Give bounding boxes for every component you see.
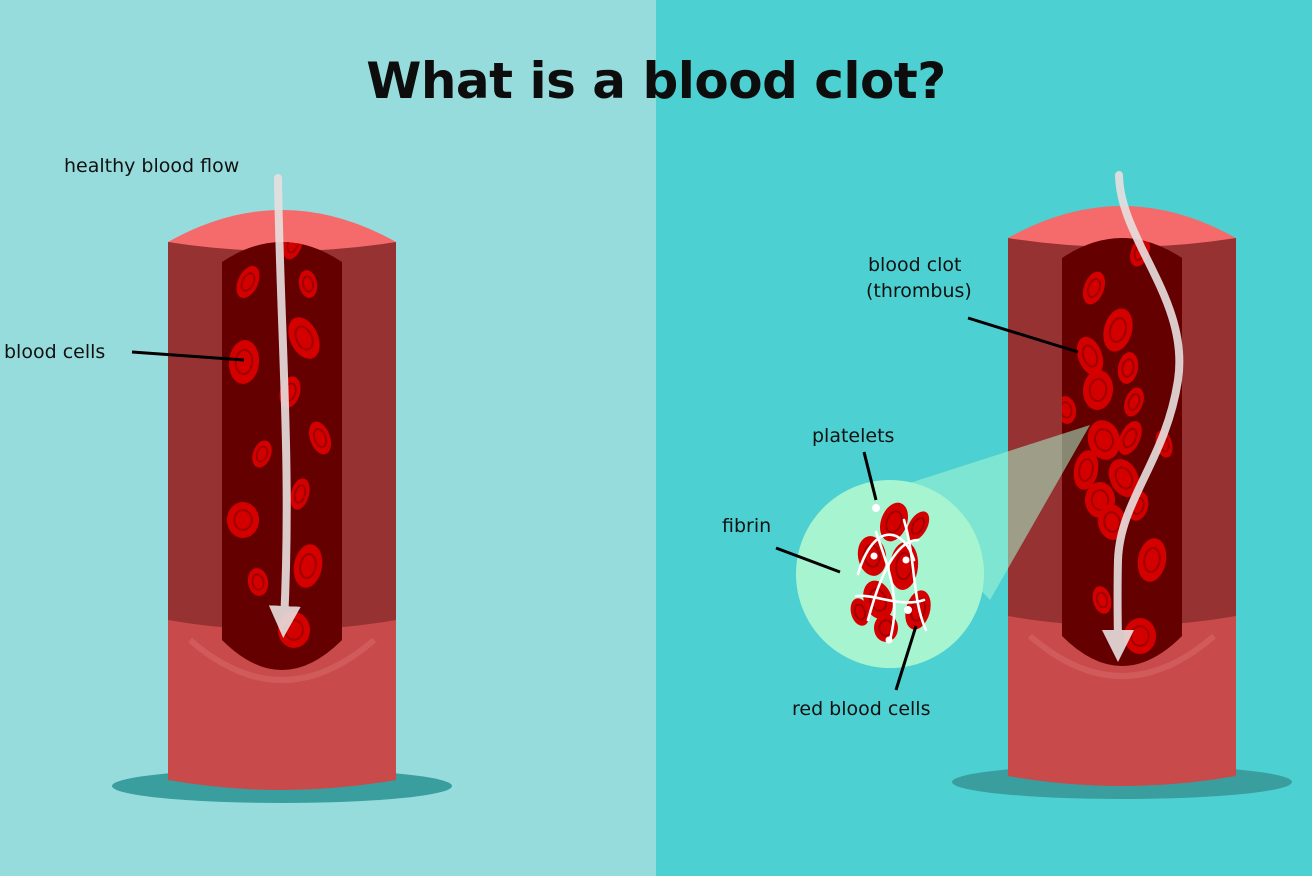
platelets [870,504,912,644]
healthy-flow-arrow [268,174,301,638]
blood-cells-label: blood cells [4,341,106,363]
vessel-inner-curve [188,637,376,683]
red-blood-cell [1118,421,1142,455]
vessel-lower-wall [168,612,396,790]
red-blood-cell [1087,420,1121,460]
fibrin-label: fibrin [722,515,772,537]
vessel-lower-wall [1008,608,1236,786]
vessel-inner-curve [1028,633,1216,679]
clot-label-line2: (thrombus) [866,280,972,302]
red-blood-cell [906,511,930,541]
red-blood-cell [1076,336,1104,376]
red-blood-cell [1124,618,1156,654]
magnified-clot [775,425,1090,691]
clotted-vessel [952,171,1292,799]
red-blood-cell [1117,352,1139,384]
red-blood-cells-label: red blood cells [792,698,931,720]
red-blood-cell [1108,458,1140,498]
healthy-flow-label: healthy blood flow [64,155,240,177]
red-cells-pointer [894,625,918,691]
red-blood-cell [1082,370,1114,410]
red-blood-cell [850,598,870,626]
red-blood-cell [308,421,332,455]
red-blood-cell [236,266,260,298]
red-blood-cell [1062,396,1077,424]
fibrin-strands [854,518,928,642]
red-blood-cell [282,242,304,260]
red-blood-cell [1103,308,1133,352]
red-blood-cell [1137,538,1167,582]
magnifier-cone [888,425,1090,600]
red-blood-cell [247,568,269,596]
red-blood-cell [293,544,323,588]
red-blood-cell [227,502,259,538]
red-blood-cell [1073,450,1099,490]
red-blood-cell [1082,271,1106,305]
red-blood-cell [1092,586,1112,614]
blood-cells-pointer [131,350,245,362]
healthy-vessel [112,174,452,803]
clot-label-line1: blood clot [868,254,962,276]
page-title: What is a blood clot? [366,52,946,110]
red-blood-cell [290,478,310,510]
red-blood-cell [252,440,272,468]
vessel-rim [1008,206,1236,247]
red-blood-cell [879,502,909,542]
platelets-label: platelets [812,425,895,447]
red-blood-cell [228,340,260,384]
red-blood-cell [298,270,318,298]
clot-pointer [967,316,1079,354]
red-blood-cell [1124,387,1144,417]
fibrin-pointer [775,546,841,574]
platelets-pointer [862,451,878,501]
restricted-flow-arrow [1101,171,1184,662]
red-blood-cell [288,317,320,359]
